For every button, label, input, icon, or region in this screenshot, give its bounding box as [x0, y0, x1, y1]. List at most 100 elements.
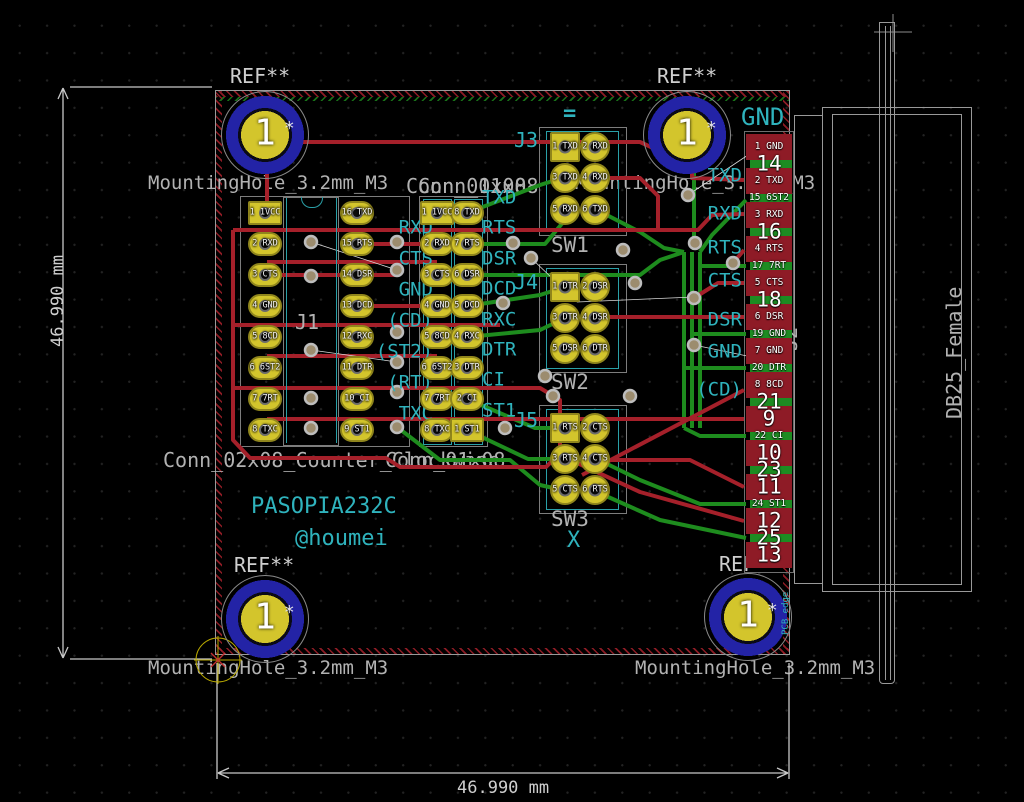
mounting-hole-name-bl[interactable]: MountingHole_3.2mm_M3 — [148, 657, 389, 679]
via[interactable] — [725, 255, 741, 271]
trace-back[interactable] — [698, 198, 748, 254]
via[interactable] — [627, 275, 643, 291]
via[interactable] — [303, 390, 319, 406]
via[interactable] — [389, 262, 405, 278]
j1-pad[interactable] — [340, 418, 374, 442]
jmid-pad[interactable] — [450, 387, 484, 411]
j2-pad-front[interactable] — [746, 406, 792, 432]
sw2-pad[interactable] — [550, 272, 580, 302]
j1-pad[interactable] — [248, 325, 282, 349]
gnd-net-label[interactable]: GND — [741, 103, 785, 131]
sw2-pad[interactable] — [580, 303, 610, 333]
jmid-pad[interactable] — [420, 232, 454, 256]
via[interactable] — [686, 337, 702, 353]
net-label[interactable]: RTS — [482, 216, 517, 239]
j1-pad[interactable] — [340, 325, 374, 349]
j1-pad[interactable] — [248, 201, 282, 225]
via[interactable] — [686, 290, 702, 306]
mounting-hole[interactable]: 1* — [704, 573, 792, 661]
j2-outline[interactable] — [744, 131, 794, 573]
via[interactable] — [545, 388, 561, 404]
via[interactable] — [680, 187, 696, 203]
sw1-outline[interactable] — [539, 127, 627, 236]
net-label[interactable]: GND — [707, 340, 742, 363]
j1-pad[interactable] — [248, 387, 282, 411]
ref-label-bl[interactable]: REF** — [234, 553, 295, 577]
j1-pad[interactable] — [340, 201, 374, 225]
jmid-pad[interactable] — [450, 232, 484, 256]
via[interactable] — [303, 268, 319, 284]
net-label[interactable]: DSR — [707, 308, 742, 331]
db25-female-label[interactable]: DB25_Female — [942, 286, 966, 419]
net-label[interactable]: (CD) — [696, 378, 742, 401]
via[interactable] — [615, 242, 631, 258]
sw1-pad[interactable] — [550, 195, 580, 225]
ref-label-tr[interactable]: REF** — [657, 64, 718, 88]
j5-ref-label[interactable]: J5 — [514, 408, 539, 432]
airwire[interactable] — [310, 241, 398, 271]
sw3-ref-label[interactable]: SW3 — [551, 507, 589, 531]
j1-outline[interactable] — [240, 196, 410, 447]
via[interactable] — [687, 235, 703, 251]
net-label[interactable]: (CD) — [387, 309, 433, 332]
via[interactable] — [523, 250, 539, 266]
net-label[interactable]: CI — [482, 368, 505, 391]
dim-bottom-text[interactable]: 46.990 mm — [457, 778, 550, 798]
vias[interactable] — [303, 187, 741, 436]
j1-pad[interactable] — [340, 263, 374, 287]
pcb-edge-label[interactable]: PCB_edge — [781, 591, 791, 635]
trace-back[interactable] — [395, 425, 563, 492]
via[interactable] — [389, 234, 405, 250]
jmid-pad[interactable] — [450, 418, 484, 442]
j1-pad[interactable] — [248, 263, 282, 287]
j1-pad[interactable] — [248, 232, 282, 256]
silk-author[interactable]: @houmei — [295, 526, 388, 551]
j1-pad[interactable] — [248, 356, 282, 380]
j2-pad-front[interactable] — [746, 372, 792, 398]
trace-back[interactable] — [596, 490, 747, 540]
mounting-hole-name-br[interactable]: MountingHole_3.2mm_M3 — [635, 657, 876, 679]
net-label[interactable]: DSR — [482, 247, 517, 270]
sw1-pad[interactable] — [550, 132, 580, 162]
jmid-pad[interactable] — [450, 356, 484, 380]
sw2-pad[interactable] — [580, 272, 610, 302]
dimension-bottom[interactable] — [216, 663, 790, 779]
j1-pad[interactable] — [340, 294, 374, 318]
db25-body-outer[interactable] — [822, 107, 972, 592]
via[interactable] — [389, 354, 405, 370]
via[interactable] — [537, 368, 553, 384]
j4-ref-label[interactable]: J4 — [514, 270, 539, 294]
net-label[interactable]: (ST2) — [375, 340, 433, 363]
j2-pad-front[interactable] — [746, 304, 792, 330]
sw2-ref-label[interactable]: SW2 — [551, 370, 589, 394]
via[interactable] — [303, 342, 319, 358]
airwire[interactable] — [693, 344, 753, 358]
sw3-pad[interactable] — [580, 444, 610, 474]
via[interactable] — [622, 388, 638, 404]
j2-pad-front[interactable] — [746, 508, 792, 534]
sw1-pad[interactable] — [580, 132, 610, 162]
net-label[interactable]: ST1 — [482, 399, 517, 422]
net-label[interactable]: RXC — [482, 308, 517, 331]
j2-pad-front[interactable] — [746, 542, 792, 568]
j2-pad-front[interactable] — [746, 168, 792, 194]
sw3-pad[interactable] — [550, 413, 580, 443]
via[interactable] — [303, 420, 319, 436]
sw3-pad[interactable] — [580, 413, 610, 443]
j2-pad-front[interactable] — [746, 440, 792, 466]
jmid-pad[interactable] — [450, 325, 484, 349]
sw3-pad[interactable] — [580, 475, 610, 505]
net-label[interactable]: RXD — [707, 202, 742, 225]
j2-pad-front[interactable] — [746, 270, 792, 296]
sw1-pad[interactable] — [580, 163, 610, 193]
via[interactable] — [303, 234, 319, 250]
via[interactable] — [505, 235, 521, 251]
j3-ref-label[interactable]: J3 — [514, 128, 539, 152]
net-label[interactable]: (RT) — [387, 371, 433, 394]
sw2-pad[interactable] — [550, 334, 580, 364]
trace-back[interactable] — [683, 426, 746, 438]
j1-pad[interactable] — [248, 418, 282, 442]
via[interactable] — [389, 384, 405, 400]
jmid-pad[interactable] — [450, 294, 484, 318]
via[interactable] — [495, 295, 511, 311]
